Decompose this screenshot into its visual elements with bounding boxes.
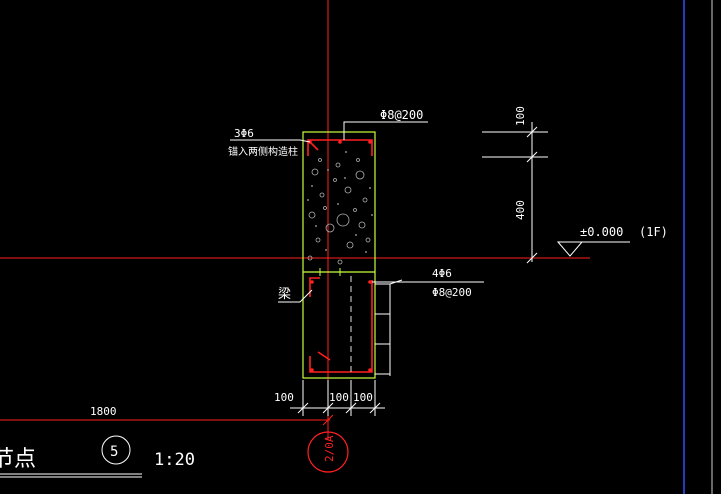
floor-text: (1F) — [639, 225, 668, 239]
beam-bars — [310, 280, 372, 372]
elevation-marker — [556, 241, 630, 257]
concrete-hatch — [307, 158, 371, 265]
bottom-dimension — [290, 380, 385, 416]
beam-label: 梁 — [278, 287, 291, 302]
rebar-top-label: Φ8@200 — [380, 108, 423, 122]
rebar-left-label-2: 锚入两侧构造柱 — [228, 145, 298, 158]
dim-bottom-right-text: 100 — [353, 391, 373, 404]
rebar-right-label-2: Φ8@200 — [432, 286, 472, 299]
right-rebar-ticks — [375, 279, 403, 376]
vertical-dimension — [482, 122, 548, 264]
rebar-right-label-1: 4Φ6 — [432, 267, 452, 280]
dim-mid-text: 400 — [514, 200, 527, 220]
wall-section — [302, 131, 376, 379]
leader-lines — [230, 121, 484, 303]
detail-number: 5 — [110, 444, 118, 460]
dim-long-text: 1800 — [90, 405, 117, 418]
long-dimension — [0, 414, 334, 426]
dim-top-text: 100 — [514, 106, 527, 126]
rebar-left-label-1: 3Φ6 — [234, 127, 254, 140]
concrete-dots — [307, 151, 373, 253]
axis-label: 2/0A — [323, 435, 336, 462]
dim-bottom-left-text: 100 — [274, 391, 294, 404]
wall-base-ticks — [319, 268, 341, 276]
detail-scale: 1:20 — [154, 450, 195, 470]
elevation-text: ±0.000 — [580, 225, 623, 239]
beam-stirrup — [309, 277, 373, 373]
detail-title-text: 节点 — [0, 447, 36, 472]
dim-bottom-mid-text: 100 — [329, 391, 349, 404]
axis-bubble — [307, 431, 349, 473]
title-block — [0, 435, 142, 478]
